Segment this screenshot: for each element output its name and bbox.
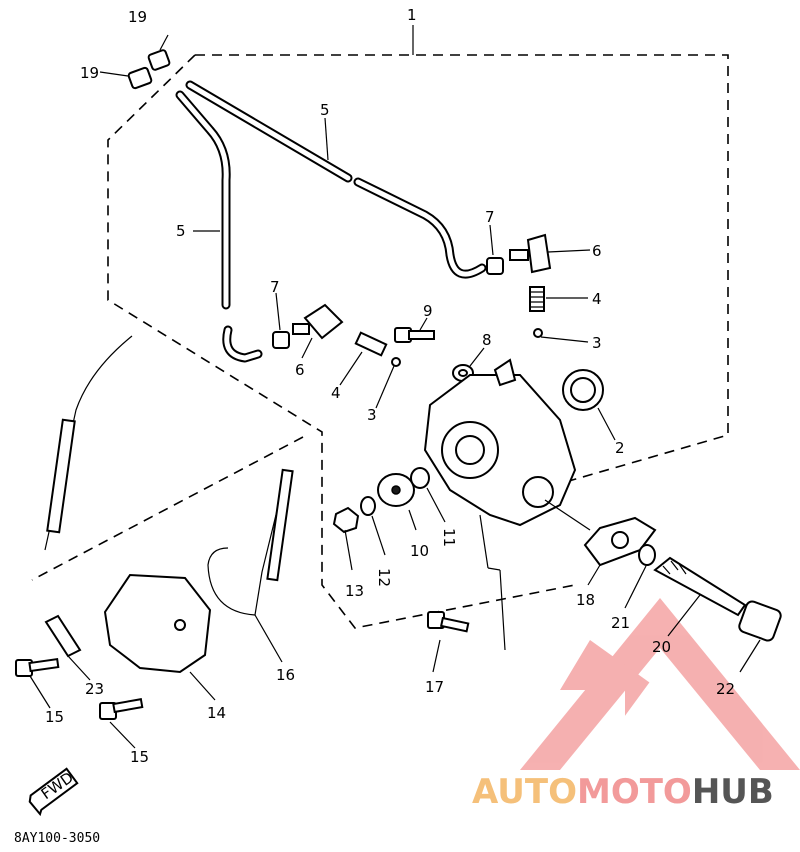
callout-7-upper: 7 [485,208,495,226]
callout-labels: 1 2 3 3 4 4 5 5 6 6 7 7 8 9 10 11 12 13 … [45,6,735,766]
bolt-17 [427,611,470,633]
svg-text:AUTOMOTOHUB: AUTOMOTOHUB [472,772,774,812]
breather-tube-long [175,90,263,363]
callout-12: 12 [375,568,393,587]
cover-14 [103,573,212,674]
callout-20: 20 [652,638,671,656]
callout-4-left: 4 [331,384,341,402]
spring-4-left [354,331,388,357]
clip-7-lower [272,331,290,349]
cable-upper-left [44,335,133,551]
callout-18: 18 [576,591,595,609]
callout-19-left: 19 [80,64,99,82]
callout-5-top: 5 [320,101,330,119]
breather-tube-short [185,80,487,279]
callout-22: 22 [716,680,735,698]
plate-23 [44,614,82,658]
bolt-15-right [99,698,144,720]
part-code: 8AY100-3050 [14,831,100,846]
gear-10 [377,473,415,507]
clip-7-upper [486,257,504,275]
watermark-text: AUTOMOTOHUB [472,772,774,812]
callout-6-left: 6 [295,361,305,379]
elbow-fitting-6-lower [292,303,344,340]
ball-3-left [391,357,401,367]
watermark-moto: MOTO [577,772,692,812]
oil-seal-2 [562,369,604,411]
o-ring-21 [638,544,656,566]
assembly-boundary [31,25,729,629]
callout-8: 8 [482,331,492,349]
callout-3-right: 3 [592,334,602,352]
callout-4-right: 4 [592,290,602,308]
callout-10: 10 [410,542,429,560]
drive-shaft-20 [653,556,747,617]
watermark-logo [520,598,800,770]
callout-13: 13 [345,582,364,600]
oil-pump-body [423,358,577,527]
callout-2: 2 [615,439,625,457]
callout-6-right: 6 [592,242,602,260]
callout-21: 21 [611,614,630,632]
elbow-fitting-6-upper [509,233,552,274]
callout-5-left: 5 [176,222,186,240]
callout-16: 16 [276,666,295,684]
callout-23: 23 [85,680,104,698]
ball-3-right [533,328,543,338]
callout-15-left: 15 [45,708,64,726]
collar-19-bottom [127,66,153,90]
callout-14: 14 [207,704,226,722]
washer-11 [410,467,430,489]
callout-15-right: 15 [130,748,149,766]
callout-7-lower: 7 [270,278,280,296]
callout-3-left: 3 [367,406,377,424]
spring-4-right [529,286,545,312]
callout-11: 11 [440,528,458,547]
bearing-22 [738,600,782,642]
lock-washer-12 [360,496,376,516]
bolt-9 [394,327,435,343]
collar-19-top [147,49,171,71]
callout-9: 9 [423,302,433,320]
callout-19-top: 19 [128,8,147,26]
fwd-arrow: FWD [28,767,79,817]
bolt-15-left [15,658,60,677]
leader-lines [29,34,761,749]
callout-17: 17 [425,678,444,696]
nut-13 [332,506,360,534]
watermark-hub: HUB [692,772,774,812]
watermark-auto: AUTO [472,772,577,812]
cable-16 [207,468,294,616]
callout-1: 1 [407,6,417,24]
